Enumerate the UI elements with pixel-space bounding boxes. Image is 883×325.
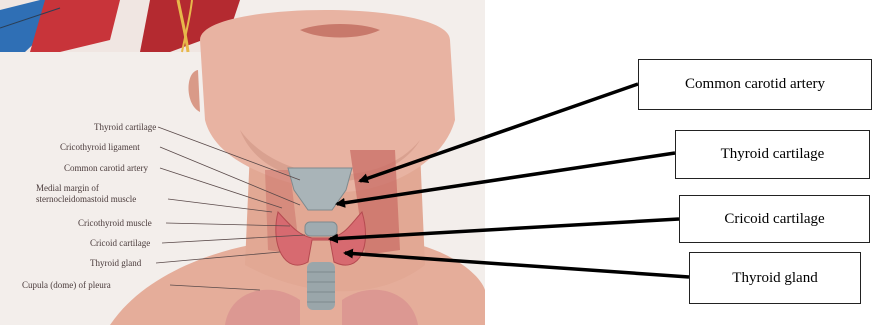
cricoid-cartilage-shape xyxy=(305,222,337,236)
label-common-carotid-artery: Common carotid artery xyxy=(64,163,148,173)
label-cricoid-cartilage: Cricoid cartilage xyxy=(90,238,150,248)
trachea-shape xyxy=(307,262,335,310)
callout-thyroid-cartilage: Thyroid cartilage xyxy=(675,130,870,179)
label-medial-margin-line1: Medial margin of xyxy=(36,183,99,193)
callout-thyroid-gland: Thyroid gland xyxy=(689,252,861,304)
label-cricothyroid-muscle: Cricothyroid muscle xyxy=(78,218,152,228)
label-cricothyroid-ligament: Cricothyroid ligament xyxy=(60,142,140,152)
label-thyroid-gland: Thyroid gland xyxy=(90,258,142,268)
callout-common-carotid-artery: Common carotid artery xyxy=(638,59,872,110)
callout-cricoid-cartilage: Cricoid cartilage xyxy=(679,195,870,243)
label-thyroid-cartilage: Thyroid cartilage xyxy=(94,122,156,132)
label-medial-margin-line2: sternocleidomastoid muscle xyxy=(36,194,136,204)
label-cupula: Cupula (dome) of pleura xyxy=(22,280,111,290)
